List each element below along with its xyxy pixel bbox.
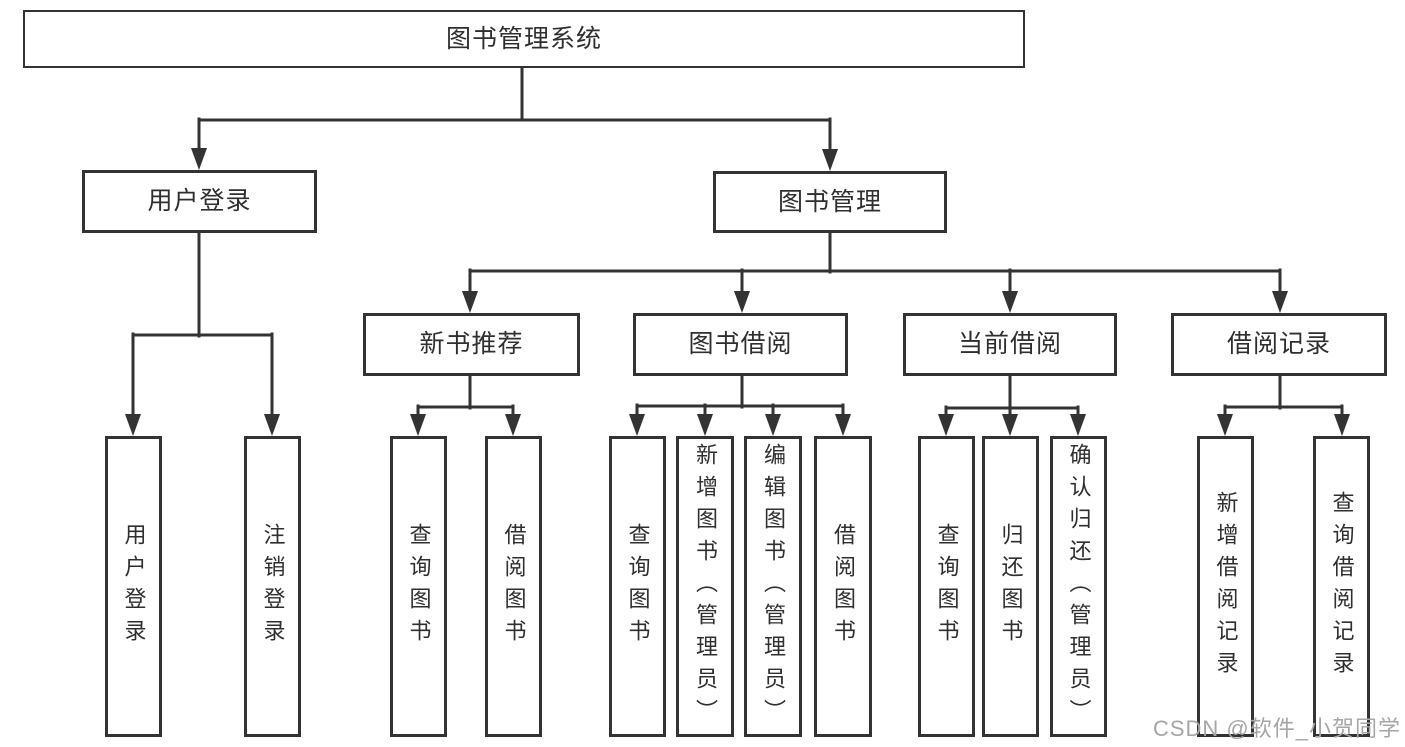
node-label: 图书借阅 bbox=[688, 330, 793, 358]
node-new-book-recommendation: 新书推荐 bbox=[363, 313, 580, 376]
node-library-management-system: 图书管理系统 bbox=[23, 10, 1025, 68]
node-logout: 注销登录 bbox=[244, 436, 301, 737]
node-label: 查询图书 bbox=[625, 522, 651, 651]
node-edit-books-admin: 编辑图书（管理员） bbox=[744, 436, 802, 737]
node-label: 查询借阅记录 bbox=[1329, 490, 1355, 683]
node-user-login: 用户登录 bbox=[82, 170, 317, 233]
node-return-books: 归还图书 bbox=[982, 436, 1039, 737]
node-current-borrowing: 当前借阅 bbox=[903, 313, 1117, 376]
arrowheads bbox=[125, 148, 1350, 436]
node-borrowing-records: 借阅记录 bbox=[1171, 313, 1387, 376]
node-user-login-action: 用户登录 bbox=[105, 436, 162, 737]
node-label: 查询图书 bbox=[934, 522, 960, 651]
node-label: 新增图书（管理员） bbox=[693, 442, 718, 731]
node-query-books-borrowing: 查询图书 bbox=[609, 436, 666, 737]
node-label: 确认归还（管理员） bbox=[1066, 442, 1092, 731]
node-book-borrowing: 图书借阅 bbox=[633, 313, 848, 376]
node-add-books-admin: 新增图书（管理员） bbox=[676, 436, 734, 737]
node-label: 注销登录 bbox=[260, 522, 286, 651]
node-query-books-current: 查询图书 bbox=[918, 436, 975, 737]
node-book-management: 图书管理 bbox=[713, 171, 947, 233]
watermark: CSDN @软件_小贺同学 bbox=[1152, 716, 1401, 741]
node-label: 借阅图书 bbox=[831, 522, 856, 651]
node-label: 新书推荐 bbox=[419, 330, 524, 358]
node-label: 用户登录 bbox=[121, 522, 147, 651]
node-label: 新增借阅记录 bbox=[1213, 490, 1239, 683]
node-label: 当前借阅 bbox=[957, 330, 1062, 358]
node-query-books-recommend: 查询图书 bbox=[390, 436, 447, 737]
node-label: 归还图书 bbox=[998, 522, 1024, 651]
node-label: 借阅记录 bbox=[1226, 330, 1331, 358]
node-label: 图书管理 bbox=[777, 187, 882, 216]
node-label: 查询图书 bbox=[406, 522, 432, 651]
node-label: 编辑图书（管理员） bbox=[761, 442, 786, 731]
node-label: 用户登录 bbox=[147, 187, 252, 215]
node-confirm-return-admin: 确认归还（管理员） bbox=[1050, 436, 1107, 737]
node-label: 借阅图书 bbox=[501, 522, 527, 651]
node-borrow-books-borrowing: 借阅图书 bbox=[814, 436, 872, 737]
node-query-borrow-record: 查询借阅记录 bbox=[1313, 436, 1370, 737]
node-label: 图书管理系统 bbox=[445, 24, 602, 53]
node-borrow-books-recommend: 借阅图书 bbox=[485, 436, 542, 737]
node-add-borrow-record: 新增借阅记录 bbox=[1197, 436, 1254, 737]
